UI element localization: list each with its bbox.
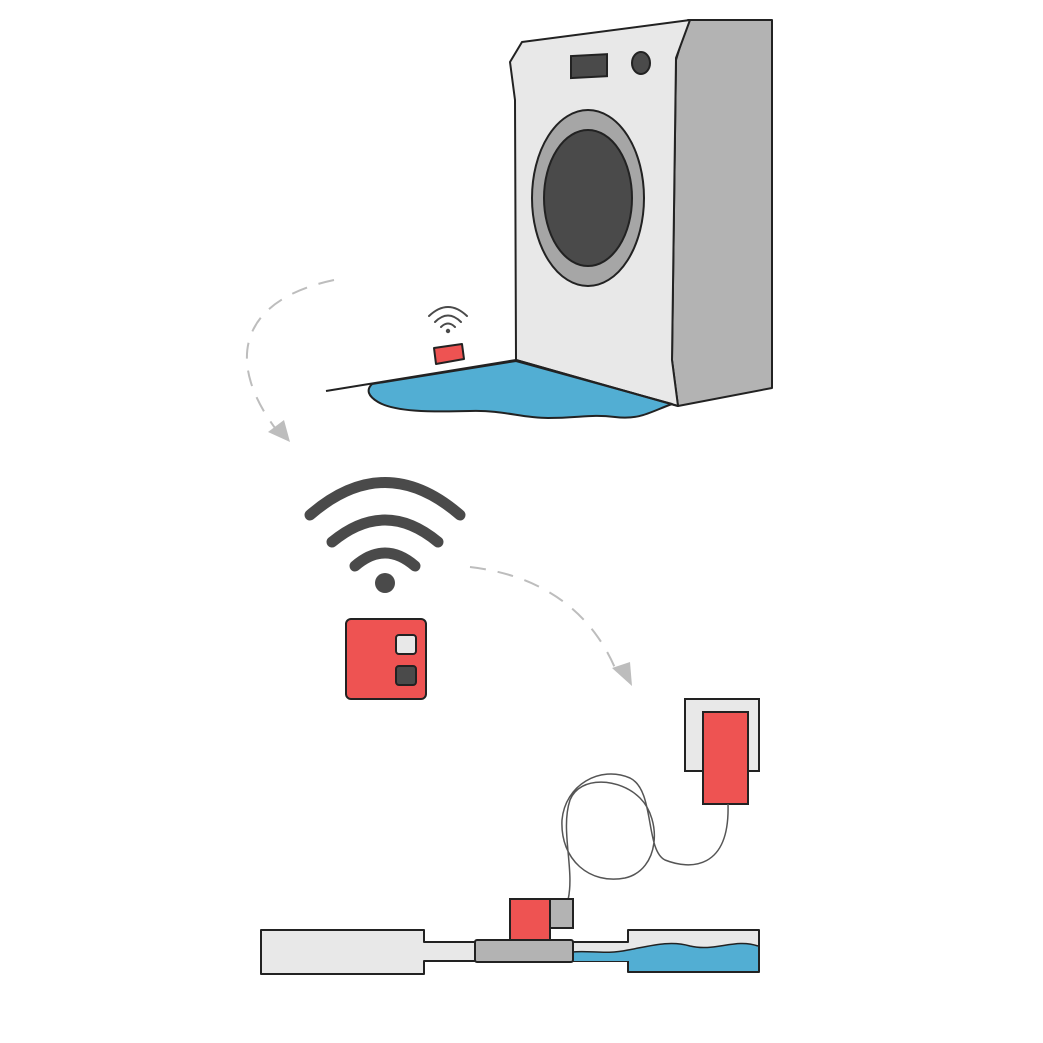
hub-body-icon bbox=[345, 618, 427, 700]
valve-connector-icon bbox=[549, 898, 574, 929]
hub-button-dark bbox=[395, 665, 417, 686]
valve-sleeve-icon bbox=[474, 939, 574, 963]
wall-socket-plug bbox=[684, 698, 760, 805]
pipe-water bbox=[572, 943, 758, 971]
arrowhead-icon bbox=[268, 420, 290, 442]
water-puddle bbox=[367, 360, 673, 419]
flow-arrow-hub-to-valve bbox=[469, 566, 632, 686]
flow-arrow-sensor-to-hub bbox=[245, 279, 335, 442]
arrowhead-icon bbox=[612, 662, 632, 686]
sensor-body-icon bbox=[433, 343, 465, 365]
power-cable bbox=[561, 773, 729, 901]
wifi-icon bbox=[304, 477, 466, 593]
machine-door-glass bbox=[543, 129, 633, 267]
leak-sensor bbox=[433, 343, 465, 365]
machine-side-panel bbox=[671, 19, 773, 407]
machine-display bbox=[570, 53, 608, 80]
hub-button-light bbox=[395, 634, 417, 655]
plug-adapter-icon bbox=[702, 711, 749, 805]
washing-machine-icon bbox=[509, 19, 773, 407]
receiver-hub bbox=[345, 618, 427, 700]
valve-actuator-icon bbox=[509, 898, 551, 941]
pipe-valve bbox=[260, 898, 760, 975]
machine-knob bbox=[631, 51, 651, 75]
pipe-left bbox=[260, 929, 476, 975]
sensor-wifi-icon bbox=[428, 306, 468, 334]
machine-base-edge bbox=[515, 359, 679, 407]
